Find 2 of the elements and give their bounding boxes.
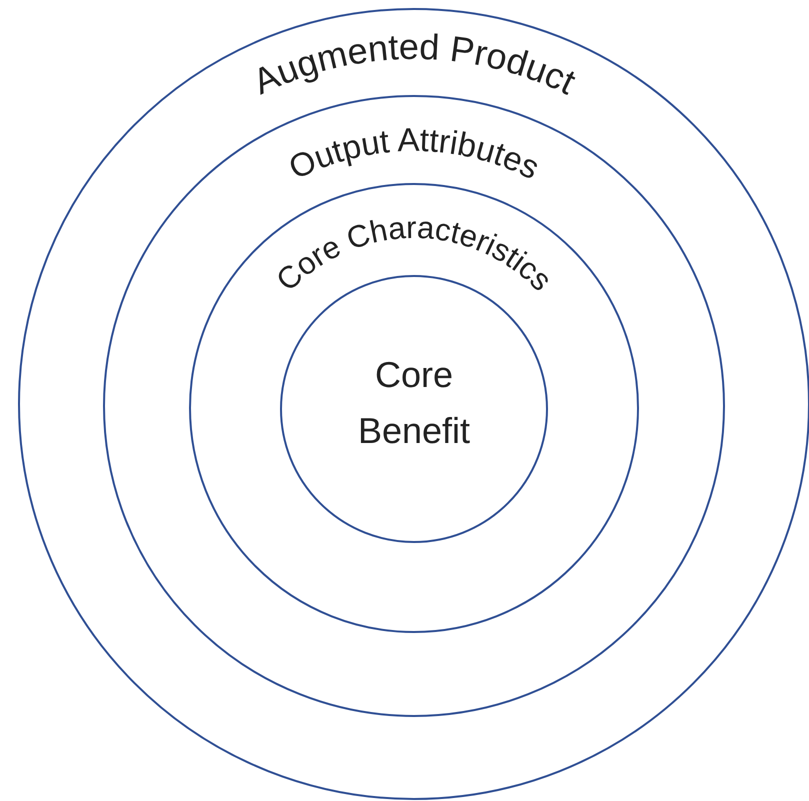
ring-label: Output Attributes bbox=[283, 120, 546, 186]
center-label: Core Benefit bbox=[356, 353, 472, 453]
